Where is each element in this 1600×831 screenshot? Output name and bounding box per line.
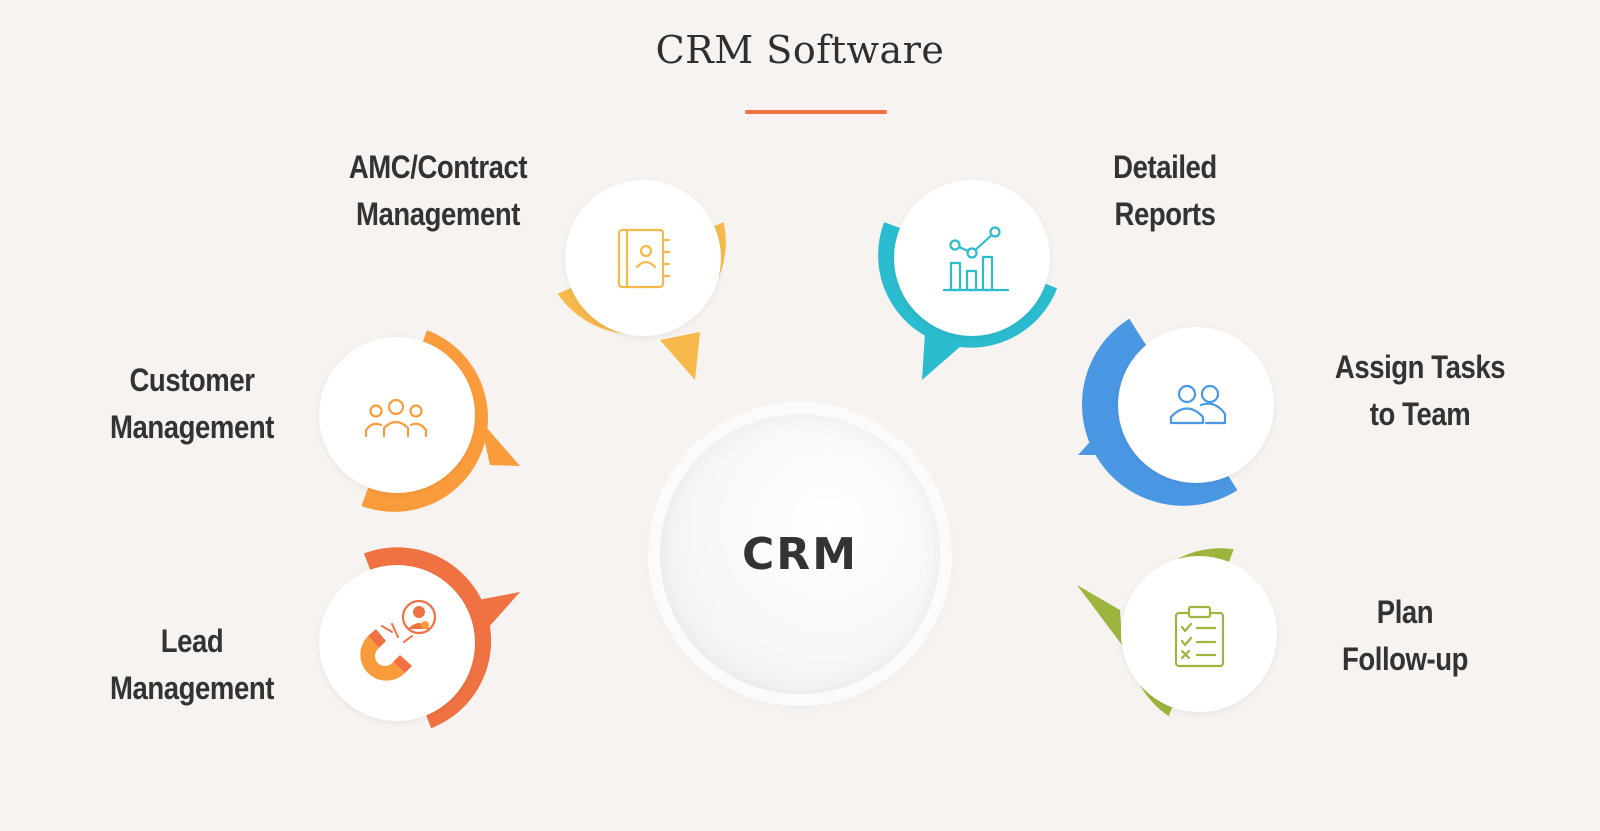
title-underline	[745, 110, 887, 114]
node-amc	[557, 180, 726, 380]
label-followup: Plan Follow-up	[1341, 594, 1469, 677]
node-reports-tail	[922, 332, 962, 380]
label-tasks: Assign Tasks to Team	[1334, 349, 1506, 432]
node-amc-tail	[660, 332, 700, 380]
center-circle: CRM	[660, 414, 940, 694]
contact-book-icon	[617, 228, 671, 289]
node-tasks	[1078, 318, 1274, 506]
two-users-icon	[1169, 384, 1227, 425]
page-title: CRM Software	[655, 28, 945, 72]
label-customer: Customer Management	[110, 362, 274, 445]
node-tasks-tail	[1078, 420, 1125, 455]
node-lead-tail	[478, 592, 520, 628]
node-lead	[319, 547, 520, 729]
node-customer	[319, 330, 520, 512]
label-lead: Lead Management	[110, 623, 274, 706]
magnet-icon	[360, 599, 437, 681]
center-label: CRM	[742, 528, 858, 580]
clipboard-checklist-icon	[1174, 605, 1225, 668]
node-followup	[1077, 548, 1277, 717]
node-customer-tail	[480, 420, 520, 466]
node-followup-tail	[1077, 585, 1122, 645]
node-reports	[878, 180, 1058, 380]
label-amc: AMC/Contract Management	[348, 149, 528, 232]
group-people-icon	[364, 398, 428, 438]
bar-chart-icon	[942, 226, 1010, 292]
label-reports: Detailed Reports	[1113, 149, 1217, 232]
